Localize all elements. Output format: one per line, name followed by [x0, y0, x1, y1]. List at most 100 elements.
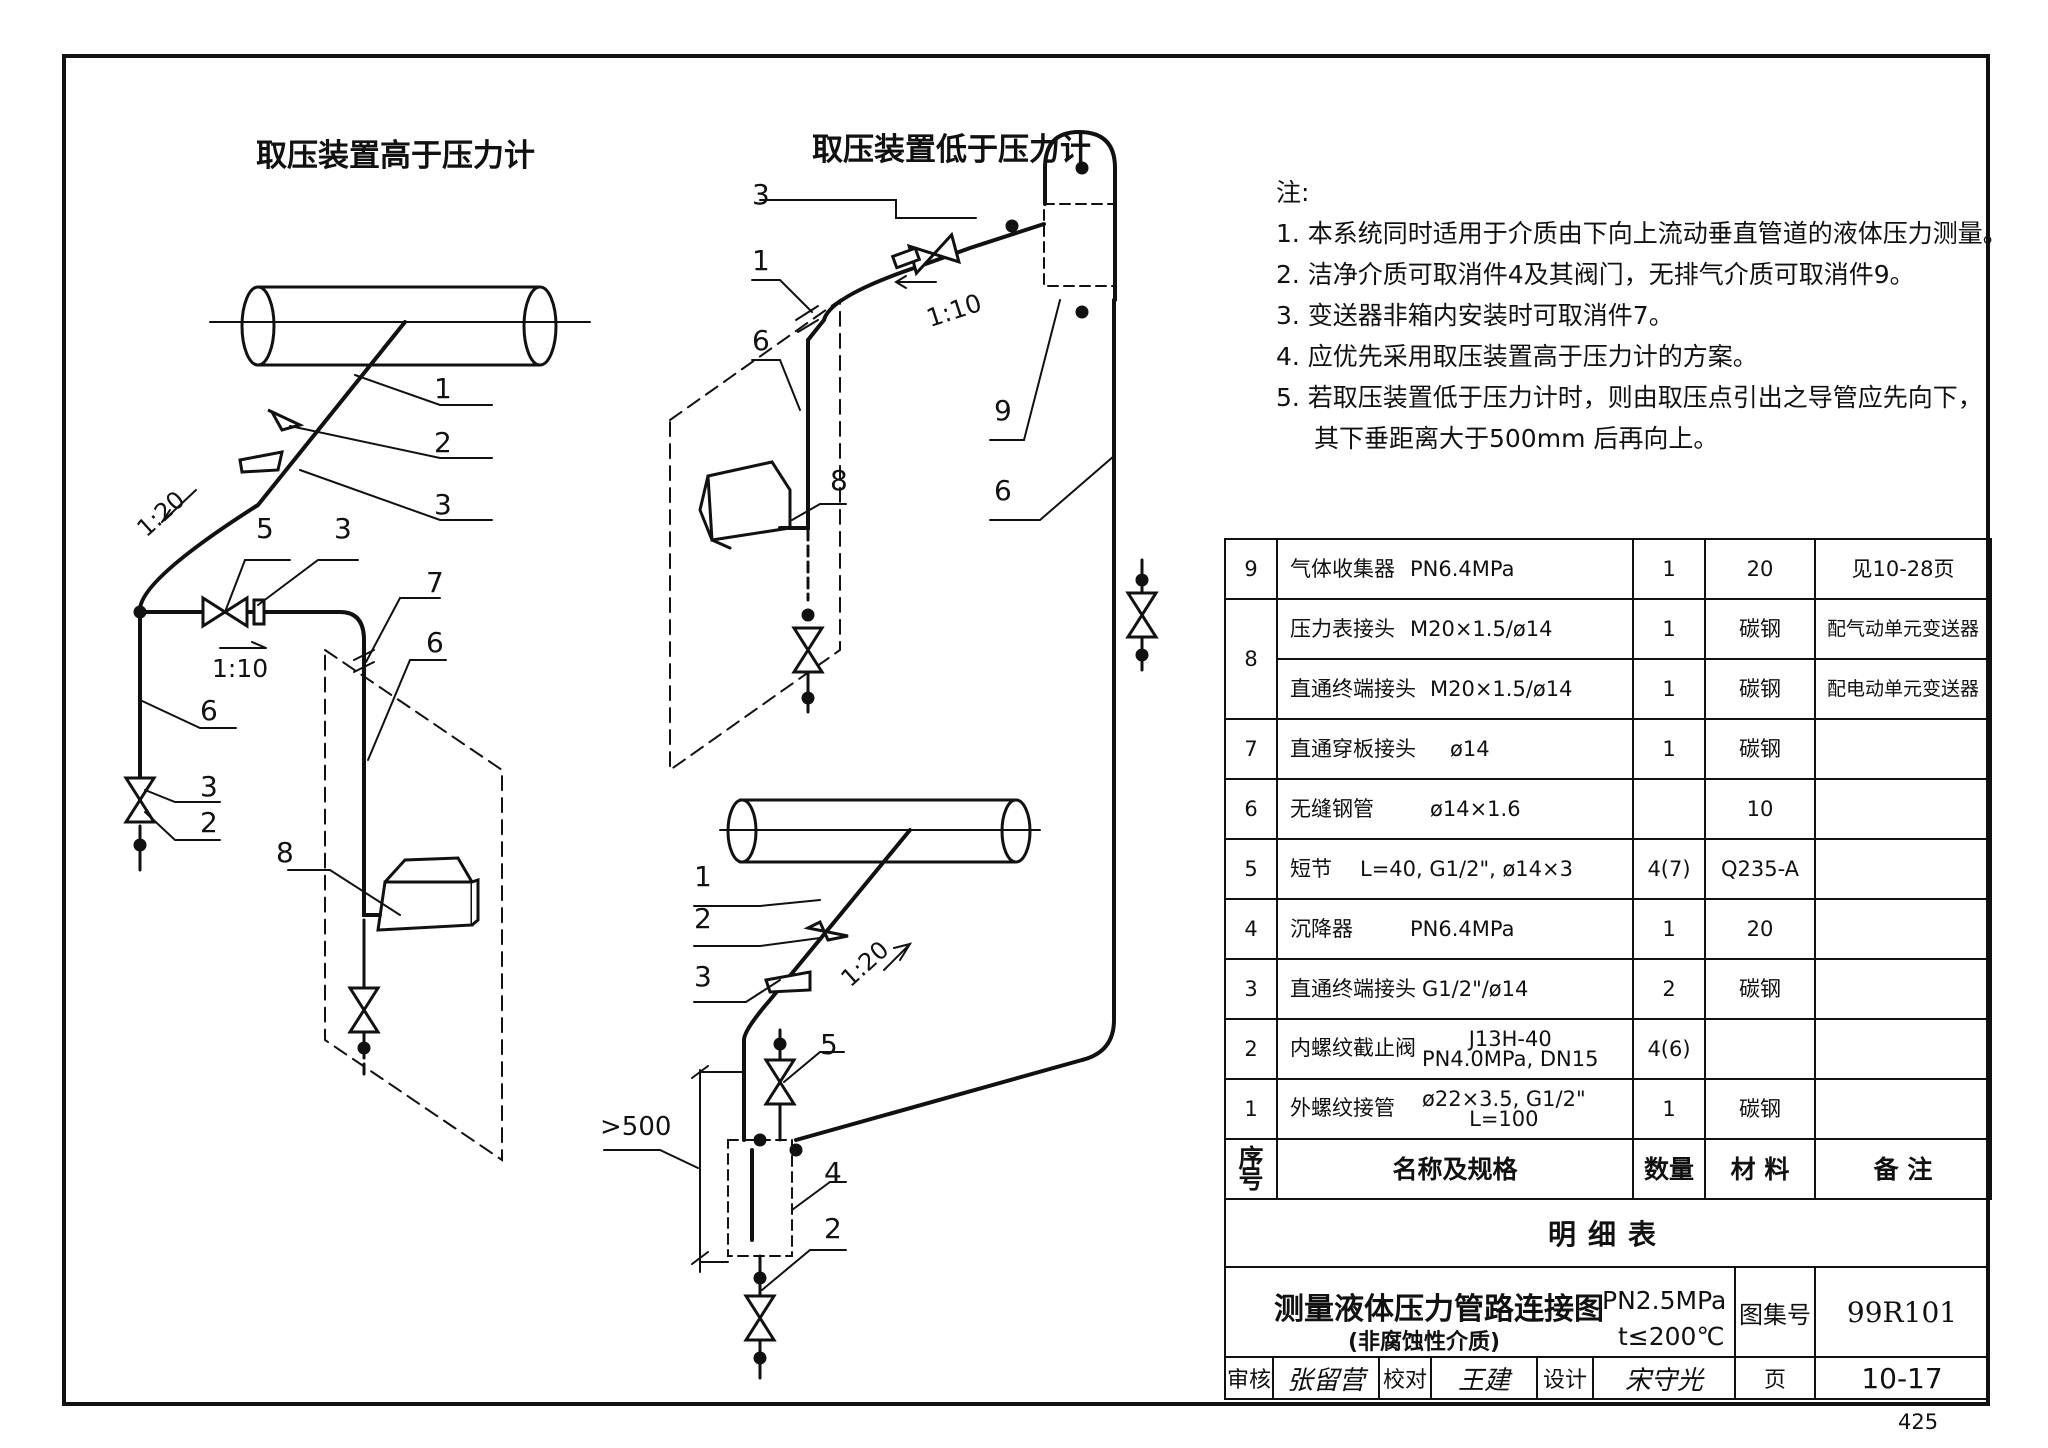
- rb-label-2: 2: [694, 902, 712, 935]
- bom-note: [1814, 958, 1992, 1020]
- table-row: 1 外螺纹接管 ø22×3.5, G1/2"L=100 1 碳钢: [1224, 1078, 1992, 1140]
- bom-material: 20: [1704, 898, 1816, 960]
- bom-name: 内螺纹截止阀: [1290, 1036, 1416, 1060]
- note-item-3: 3. 变送器非箱内安装时可取消件7。: [1276, 301, 1674, 330]
- left-label-3c: 3: [200, 770, 218, 803]
- right-bottom-diagram: [603, 798, 1041, 1380]
- temperature-rating: t≤200℃: [1618, 1322, 1725, 1351]
- right-diagram-title: 取压装置低于压力计: [812, 132, 1091, 168]
- bom-spec: ø14: [1450, 736, 1490, 761]
- bom-material: 10: [1704, 778, 1816, 840]
- bom-qty: 1: [1632, 598, 1706, 660]
- bom-material: 碳钢: [1704, 1078, 1816, 1140]
- note-item-1: 1. 本系统同时适用于介质由下向上流动垂直管道的液体压力测量。: [1276, 219, 2008, 248]
- left-label-1: 1: [434, 372, 452, 405]
- bom-qty: 1: [1632, 718, 1706, 780]
- bom-spec: G1/2"/ø14: [1422, 976, 1529, 1001]
- left-label-6b: 6: [200, 694, 218, 727]
- bom-name-spec: 压力表接头 M20×1.5/ø14: [1276, 598, 1634, 660]
- bom-no: 1: [1224, 1078, 1278, 1140]
- bom-spec-group: ø22×3.5, G1/2"L=100: [1422, 1087, 1586, 1131]
- right-top-diagram: [669, 129, 1158, 1142]
- page-number: 10-17: [1814, 1356, 1990, 1400]
- sheet-page-number: 425: [1898, 1410, 1939, 1434]
- bom-no: 5: [1224, 838, 1278, 900]
- header-qty: 数量: [1632, 1138, 1706, 1200]
- bom-spec: ø14×1.6: [1430, 796, 1521, 821]
- atlas-label: 图集号: [1734, 1266, 1816, 1358]
- bom-no: 2: [1224, 1018, 1278, 1080]
- left-label-2c: 2: [200, 806, 218, 839]
- note-item-5: 5. 若取压装置低于压力计时，则由取压点引出之导管应先向下，: [1276, 383, 1983, 412]
- note-item-4: 4. 应优先采用取压装置高于压力计的方案。: [1276, 342, 1758, 371]
- bom-qty: 1: [1632, 658, 1706, 720]
- bom-qty: 2: [1632, 958, 1706, 1020]
- bom-no: 9: [1224, 538, 1278, 600]
- bom-spec: ø22×3.5, G1/2": [1422, 1087, 1586, 1111]
- right-label-9: 9: [994, 394, 1012, 427]
- bom-qty: 4(7): [1632, 838, 1706, 900]
- bom-name: 短节: [1290, 856, 1332, 881]
- header-name: 名称及规格: [1276, 1138, 1634, 1200]
- left-diagram: [124, 285, 591, 1162]
- check-signature: 王建: [1430, 1356, 1538, 1400]
- bom-note: [1814, 898, 1992, 960]
- bom-name-spec: 短节 L=40, G1/2", ø14×3: [1276, 838, 1634, 900]
- bom-name: 压力表接头: [1290, 616, 1395, 641]
- bom-name: 外螺纹接管: [1290, 1096, 1395, 1120]
- rb-label-5: 5: [820, 1028, 838, 1061]
- bom-name: 直通穿板接头: [1290, 736, 1416, 761]
- bom-name: 无缝钢管: [1290, 796, 1374, 821]
- left-label-7: 7: [426, 566, 444, 599]
- left-label-3: 3: [434, 488, 452, 521]
- bom-spec: J13H-40: [1468, 1027, 1552, 1051]
- review-label: 审核: [1224, 1356, 1274, 1400]
- bom-spec: M20×1.5/ø14: [1410, 616, 1553, 641]
- bom-note: [1814, 1078, 1992, 1140]
- note-item-5-continued: 其下垂距离大于500mm 后再向上。: [1314, 424, 1719, 453]
- bom-name: 气体收集器: [1290, 556, 1395, 581]
- bom-no: 3: [1224, 958, 1278, 1020]
- right-label-8: 8: [830, 464, 848, 497]
- bom-material: 碳钢: [1704, 958, 1816, 1020]
- right-label-3: 3: [752, 178, 770, 211]
- right-label-6: 6: [752, 324, 770, 357]
- bom-spec: M20×1.5/ø14: [1430, 676, 1573, 701]
- bom-qty: 1: [1632, 1078, 1706, 1140]
- left-label-8: 8: [276, 836, 294, 869]
- bom-spec: L=40, G1/2", ø14×3: [1360, 856, 1573, 881]
- bom-spec-2: PN4.0MPa, DN15: [1422, 1047, 1599, 1071]
- check-label: 校对: [1378, 1356, 1432, 1400]
- bom-material: 碳钢: [1704, 718, 1816, 780]
- left-label-3b: 3: [334, 512, 352, 545]
- left-diagram-title: 取压装置高于压力计: [256, 138, 535, 174]
- drawing-title: 测量液体压力管路连接图: [1274, 1292, 1604, 1327]
- bom-note: [1814, 1018, 1992, 1080]
- note-item-2: 2. 洁净介质可取消件4及其阀门，无排气介质可取消件9。: [1276, 260, 1915, 289]
- bom-note: 配气动单元变送器: [1814, 598, 1992, 660]
- title-block: 测量液体压力管路连接图 (非腐蚀性介质) PN2.5MPa t≤200℃ 图集号…: [1224, 1266, 1990, 1402]
- header-material: 材 料: [1704, 1138, 1816, 1200]
- bom-note: 见10-28页: [1814, 538, 1992, 600]
- right-label-1: 1: [752, 244, 770, 277]
- bom-name: 沉降器: [1290, 916, 1353, 941]
- bom-qty: 1: [1632, 898, 1706, 960]
- rb-label-3: 3: [694, 960, 712, 993]
- bom-material: 碳钢: [1704, 658, 1816, 720]
- title-block-main: 测量液体压力管路连接图 (非腐蚀性介质) PN2.5MPa t≤200℃: [1224, 1266, 1736, 1358]
- notes-block: 注: 1. 本系统同时适用于介质由下向上流动垂直管道的液体压力测量。 2. 洁净…: [1276, 172, 2008, 459]
- bom-spec-2: L=100: [1469, 1107, 1539, 1131]
- bom-name-spec: 无缝钢管 ø14×1.6: [1276, 778, 1634, 840]
